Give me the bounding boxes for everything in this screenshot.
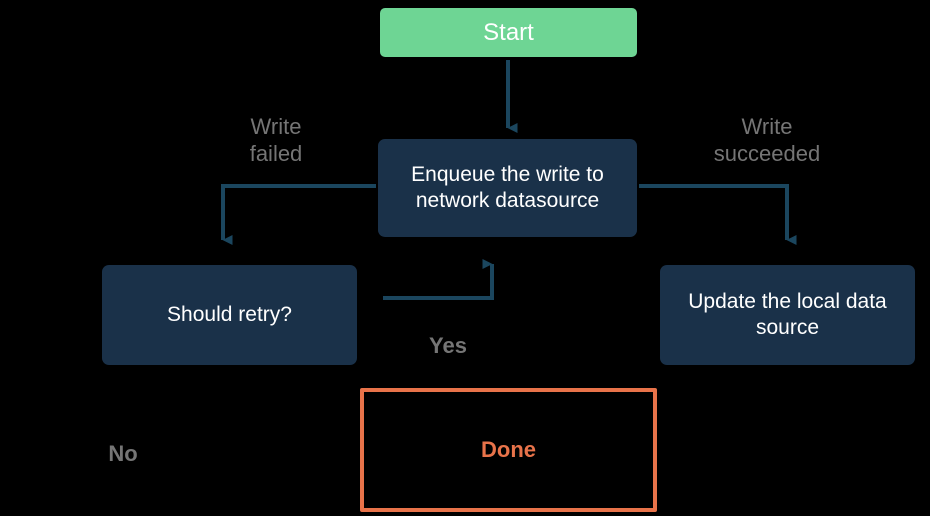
- node-enqueue-write[interactable]: Enqueue the write to network datasource: [378, 139, 637, 237]
- edge-enqueue-to-should-retry: [221, 184, 376, 245]
- edge-label-no: No: [108, 441, 138, 466]
- node-update-local-data-source-label: Update the local data source: [688, 290, 887, 339]
- node-start-label: Start: [483, 18, 534, 46]
- node-done[interactable]: Done: [360, 388, 657, 512]
- node-should-retry-label: Should retry?: [167, 303, 292, 327]
- node-enqueue-write-label: Enqueue the write to network datasource: [411, 163, 604, 212]
- node-should-retry[interactable]: Should retry?: [102, 265, 357, 365]
- node-done-label: Done: [481, 436, 536, 462]
- edge-label-yes: Yes: [429, 333, 467, 358]
- edge-label-write-failed: Write failed: [249, 114, 303, 166]
- node-start[interactable]: Start: [380, 8, 637, 57]
- node-update-local-data-source[interactable]: Update the local data source: [660, 265, 915, 365]
- edge-enqueue-to-update-local: [639, 184, 797, 245]
- edge-should-retry-yes-to-enqueue: [383, 259, 494, 300]
- edge-label-write-succeeded: Write succeeded: [713, 114, 821, 166]
